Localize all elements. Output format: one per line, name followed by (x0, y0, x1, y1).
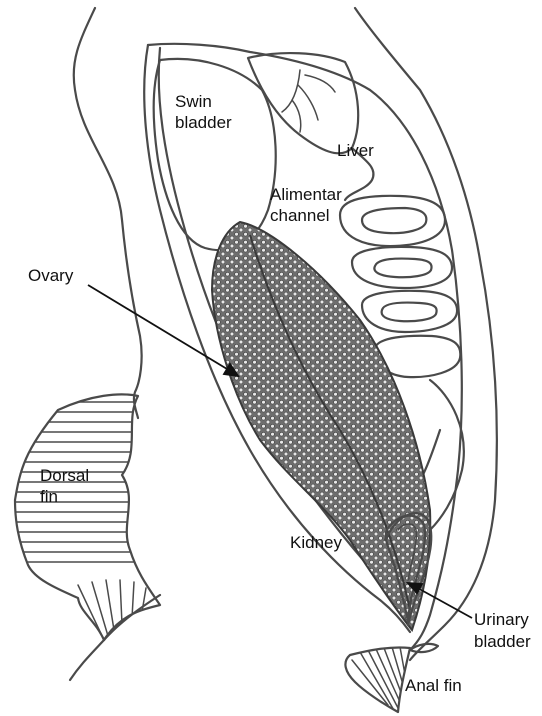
label-dorsal-fin-1: Dorsal (40, 466, 89, 486)
dorsal-fin-rays (0, 402, 200, 640)
anal-fin-rays (352, 647, 406, 712)
intestine-coil-2 (352, 247, 452, 288)
label-swim-bladder-1: Swin (175, 92, 212, 112)
intestine-coil-3 (362, 291, 457, 332)
label-swim-bladder-2: bladder (175, 113, 232, 133)
intestine-coil-1 (340, 196, 445, 246)
swim-bladder-shape (154, 59, 276, 250)
label-ovary: Ovary (28, 266, 73, 286)
label-anal-fin: Anal fin (405, 676, 462, 696)
intestine-coil-1-inner (362, 208, 426, 233)
label-kidney: Kidney (290, 533, 342, 553)
body-outline-lower (70, 640, 104, 680)
ovary-shape (212, 222, 430, 630)
label-urinary-bladder-1: Urinary (474, 610, 529, 630)
liver-shape (248, 53, 358, 153)
dorsal-fin-shape (15, 394, 160, 640)
liver-vessels (282, 70, 335, 132)
label-urinary-bladder-2: bladder (474, 632, 531, 652)
intestine-coil-2-inner (374, 259, 431, 278)
anal-fin-shape (345, 647, 410, 712)
body-outline-upper (74, 8, 142, 418)
label-dorsal-fin-2: fin (40, 487, 58, 507)
label-liver: Liver (337, 141, 374, 161)
label-alimentary-2: channel (270, 206, 330, 226)
intestine-coil-3-inner (382, 303, 437, 322)
label-alimentary-1: Alimentar (270, 185, 342, 205)
